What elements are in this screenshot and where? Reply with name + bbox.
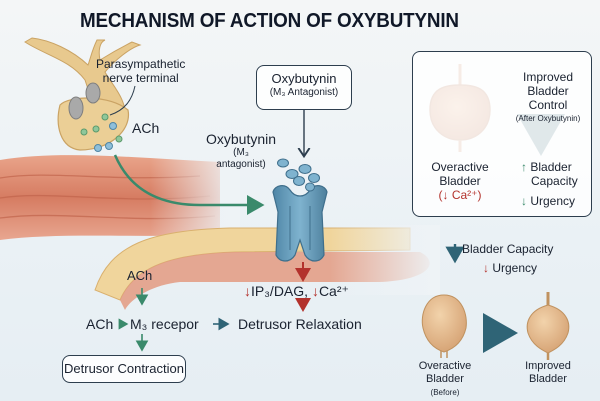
- capacity-line1: Bladder: [530, 160, 572, 174]
- comparison-urgency-text: Urgency: [492, 261, 538, 275]
- drug-side-line3: antagonist): [216, 159, 266, 170]
- detrusor-contraction-box: Detrusor Contraction: [62, 355, 186, 383]
- smooth-muscle-tissue-upper: [0, 150, 240, 245]
- control-heading: Improved Bladder Control (After Oxybutyn…: [509, 70, 587, 126]
- urgency-down-label: ↓ Urgency: [521, 194, 575, 208]
- drug-box: Oxybutynin (M₃ Antagonist): [256, 65, 352, 110]
- drug-side-label: Oxybutynin (M₃ antagonist): [206, 131, 276, 171]
- after-line2: Bladder: [529, 373, 567, 385]
- calcium-label: Ca²⁺: [318, 283, 349, 299]
- comparison-capacity-label: Bladder Capacity: [462, 242, 554, 256]
- capacity-line2: Capacity: [531, 174, 578, 188]
- overactive-label: Overactive Bladder (↓ Ca²⁺): [427, 160, 493, 202]
- before-bladder-label: Overactive Bladder (Before): [417, 360, 473, 399]
- control-heading-line1: Improved: [522, 70, 574, 84]
- control-heading-line2: Bladder: [527, 84, 569, 98]
- after-bladder-label: Improved Bladder: [520, 360, 576, 386]
- drug-side-name: Oxybutynin: [206, 131, 277, 147]
- ca-down-arrow: ↓: [311, 283, 319, 299]
- capacity-up-label: ↑ Bladder Capacity: [521, 160, 578, 188]
- pathway-ach-left: ACh: [86, 316, 114, 332]
- nerve-label-line2: nerve terminal: [102, 71, 179, 85]
- capacity-up-arrow: ↑: [521, 160, 527, 174]
- control-heading-line3: Control: [528, 98, 568, 112]
- urgency-text: Urgency: [530, 194, 576, 208]
- ip3-down-arrow: ↓: [244, 283, 251, 299]
- overactive-line3: (↓ Ca²⁺): [438, 188, 482, 202]
- overactive-line2: Bladder: [439, 174, 481, 188]
- comparison-urgency-label: ↓ Urgency: [483, 261, 537, 275]
- bladder-control-panel: Improved Bladder Control (After Oxybutyn…: [412, 51, 592, 217]
- drug-box-role: (M₃ Antagonist): [269, 87, 339, 98]
- m3-receptor: [272, 158, 328, 262]
- ach-pathway-arrow: [113, 154, 265, 215]
- m3-receptor-label: M₃ recepor: [130, 316, 199, 332]
- nerve-label-line1: Parasympathetic: [96, 57, 186, 71]
- ach-label: ACh: [132, 120, 160, 136]
- drug-side-line2: (M₃: [233, 147, 249, 158]
- nerve-terminal: [24, 37, 142, 152]
- page-title: MECHANISM OF ACTION OF OXYBUTYNIN: [80, 9, 459, 32]
- after-bladder-illustration: [526, 292, 570, 360]
- pathway-ach-top: ACh: [127, 268, 153, 283]
- after-line1: Improved: [525, 360, 571, 372]
- cell-membrane: [94, 225, 440, 310]
- overactive-line1: Overactive: [431, 160, 489, 174]
- signal-text: ↓IP₃/DAG, ↓Ca²⁺: [244, 283, 349, 300]
- detrusor-relaxation-label: Detrusor Relaxation: [238, 316, 362, 332]
- ip3-dag-label: IP₃/DAG,: [251, 283, 309, 299]
- control-heading-sub: (After Oxybutynin): [515, 114, 581, 123]
- detrusor-contraction-label: Detrusor Contraction: [64, 361, 184, 376]
- urgency-down-arrow: ↓: [521, 194, 527, 208]
- drug-box-name: Oxybutynin: [271, 71, 337, 86]
- before-line3: (Before): [430, 388, 460, 397]
- nerve-terminal-label: Parasympathetic nerve terminal: [96, 57, 185, 85]
- before-bladder-illustration: [421, 294, 467, 358]
- before-line2: Bladder: [426, 373, 464, 385]
- comparison-urgency-arrow: ↓: [483, 261, 489, 275]
- before-line1: Overactive: [418, 360, 472, 372]
